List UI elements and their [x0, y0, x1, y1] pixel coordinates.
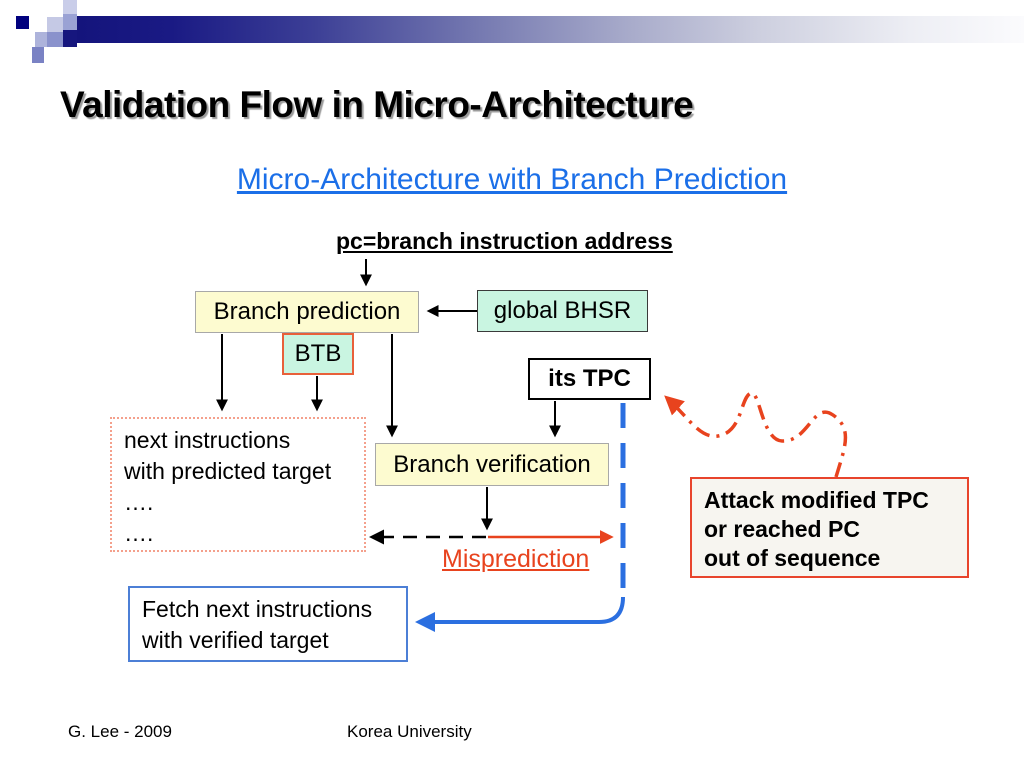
its-tpc-box: its TPC — [528, 358, 651, 400]
deco-square — [63, 30, 77, 47]
misprediction-label: Misprediction — [442, 545, 590, 573]
top-gradient-bar — [77, 16, 1024, 43]
branch-verification-label: Branch verification — [393, 450, 591, 478]
branch-prediction-label: Branch prediction — [213, 298, 401, 325]
footer-university: Korea University — [347, 722, 472, 741]
deco-square — [63, 14, 77, 32]
fetch-line: Fetch next instructions — [142, 596, 373, 622]
fetch-box: Fetch next instructions with verified ta… — [128, 586, 408, 662]
deco-square — [63, 0, 77, 14]
page-title: Validation Flow in Micro-Architecture — [60, 84, 694, 125]
global-bhsr-box: global BHSR — [477, 290, 648, 332]
deco-square — [47, 17, 63, 32]
pc-address-label: pc=branch instruction address — [336, 228, 673, 254]
next-instructions-box: next instructions with predicted target … — [110, 417, 366, 552]
next-instructions-line: …. — [124, 520, 154, 546]
attack-note-box: Attack modified TPC or reached PC out of… — [690, 477, 969, 578]
footer-author: G. Lee - 2009 — [68, 722, 172, 741]
deco-square — [16, 16, 29, 29]
fetch-line: with verified target — [142, 627, 329, 653]
deco-square — [35, 32, 47, 47]
blue-arrow-to-fetch — [415, 596, 625, 632]
branch-prediction-box: Branch prediction — [195, 291, 419, 333]
subtitle-hyperlink[interactable]: Micro-Architecture with Branch Predictio… — [236, 163, 788, 196]
global-bhsr-label: global BHSR — [493, 297, 632, 324]
btb-label: BTB — [294, 340, 342, 367]
next-instructions-line: …. — [124, 489, 154, 515]
deco-square — [47, 32, 63, 47]
attack-note-line: out of sequence — [704, 545, 881, 571]
branch-verification-box: Branch verification — [375, 443, 609, 486]
attack-squiggle-arrow-to-tpc — [664, 391, 848, 478]
attack-note-line: or reached PC — [704, 516, 860, 542]
next-instructions-line: with predicted target — [124, 458, 332, 484]
deco-square — [32, 47, 44, 63]
its-tpc-label: its TPC — [548, 365, 631, 392]
next-instructions-line: next instructions — [124, 427, 291, 453]
btb-box: BTB — [282, 333, 354, 375]
attack-note-line: Attack modified TPC — [704, 487, 929, 513]
